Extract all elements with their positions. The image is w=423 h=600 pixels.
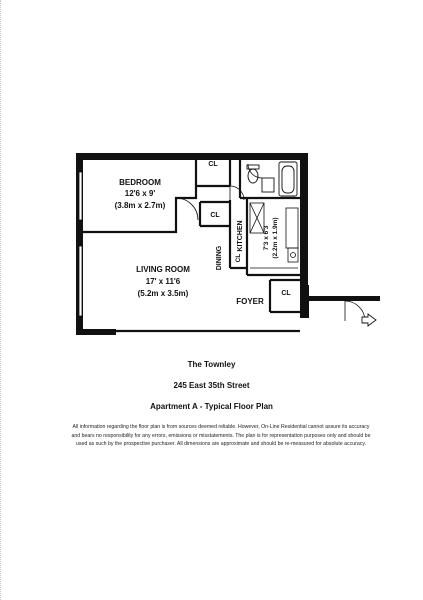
closet-label: CL — [210, 212, 220, 219]
kitchen-fixtures — [249, 202, 299, 269]
page-edge — [0, 0, 2, 600]
living-room-label: LIVING ROOM — [136, 265, 190, 274]
floor-plan: BEDROOM 12'6 x 9' (3.8m x 2.7m) LIVING R… — [76, 153, 380, 335]
building-name: The Townley — [187, 360, 236, 369]
kitchen-label: KITCHEN — [237, 220, 244, 251]
room-labels: BEDROOM 12'6 x 9' (3.8m x 2.7m) LIVING R… — [115, 161, 292, 306]
kitchen-dim-m: (2.2m x 1.9m) — [272, 217, 279, 258]
disclaimer-line: All information regarding the floor plan… — [72, 424, 370, 430]
unit-title: Apartment A - Typical Floor Plan — [150, 402, 273, 411]
foyer-label: FOYER — [236, 297, 264, 306]
building-address: 245 East 35th Street — [173, 381, 250, 390]
windows — [78, 171, 83, 317]
closet-label: CL — [235, 254, 242, 263]
disclaimer: All information regarding the floor plan… — [36, 423, 406, 449]
dining-label: DINING — [216, 245, 223, 270]
closet-label: CL — [281, 290, 291, 297]
living-room-dim-ft: 17' x 11'6 — [146, 277, 181, 286]
bathroom-fixtures — [246, 161, 298, 197]
disclaimer-line: used as such by the prospective purchase… — [76, 441, 366, 448]
bedroom-dim-m: (3.8m x 2.7m) — [115, 201, 166, 210]
bedroom-label: BEDROOM — [119, 178, 161, 187]
exterior-walls — [76, 153, 380, 335]
closet-label: CL — [208, 161, 218, 168]
interior-walls — [83, 160, 300, 333]
entry-arrow-icon — [361, 313, 377, 327]
living-room-dim-m: (5.2m x 3.5m) — [138, 289, 189, 298]
kitchen-dim-ft: 7'3 x 6'3 — [263, 225, 270, 250]
doors — [175, 163, 366, 322]
bedroom-dim-ft: 12'6 x 9' — [125, 189, 156, 198]
disclaimer-line: and bears no responsibility for any erro… — [71, 432, 371, 439]
